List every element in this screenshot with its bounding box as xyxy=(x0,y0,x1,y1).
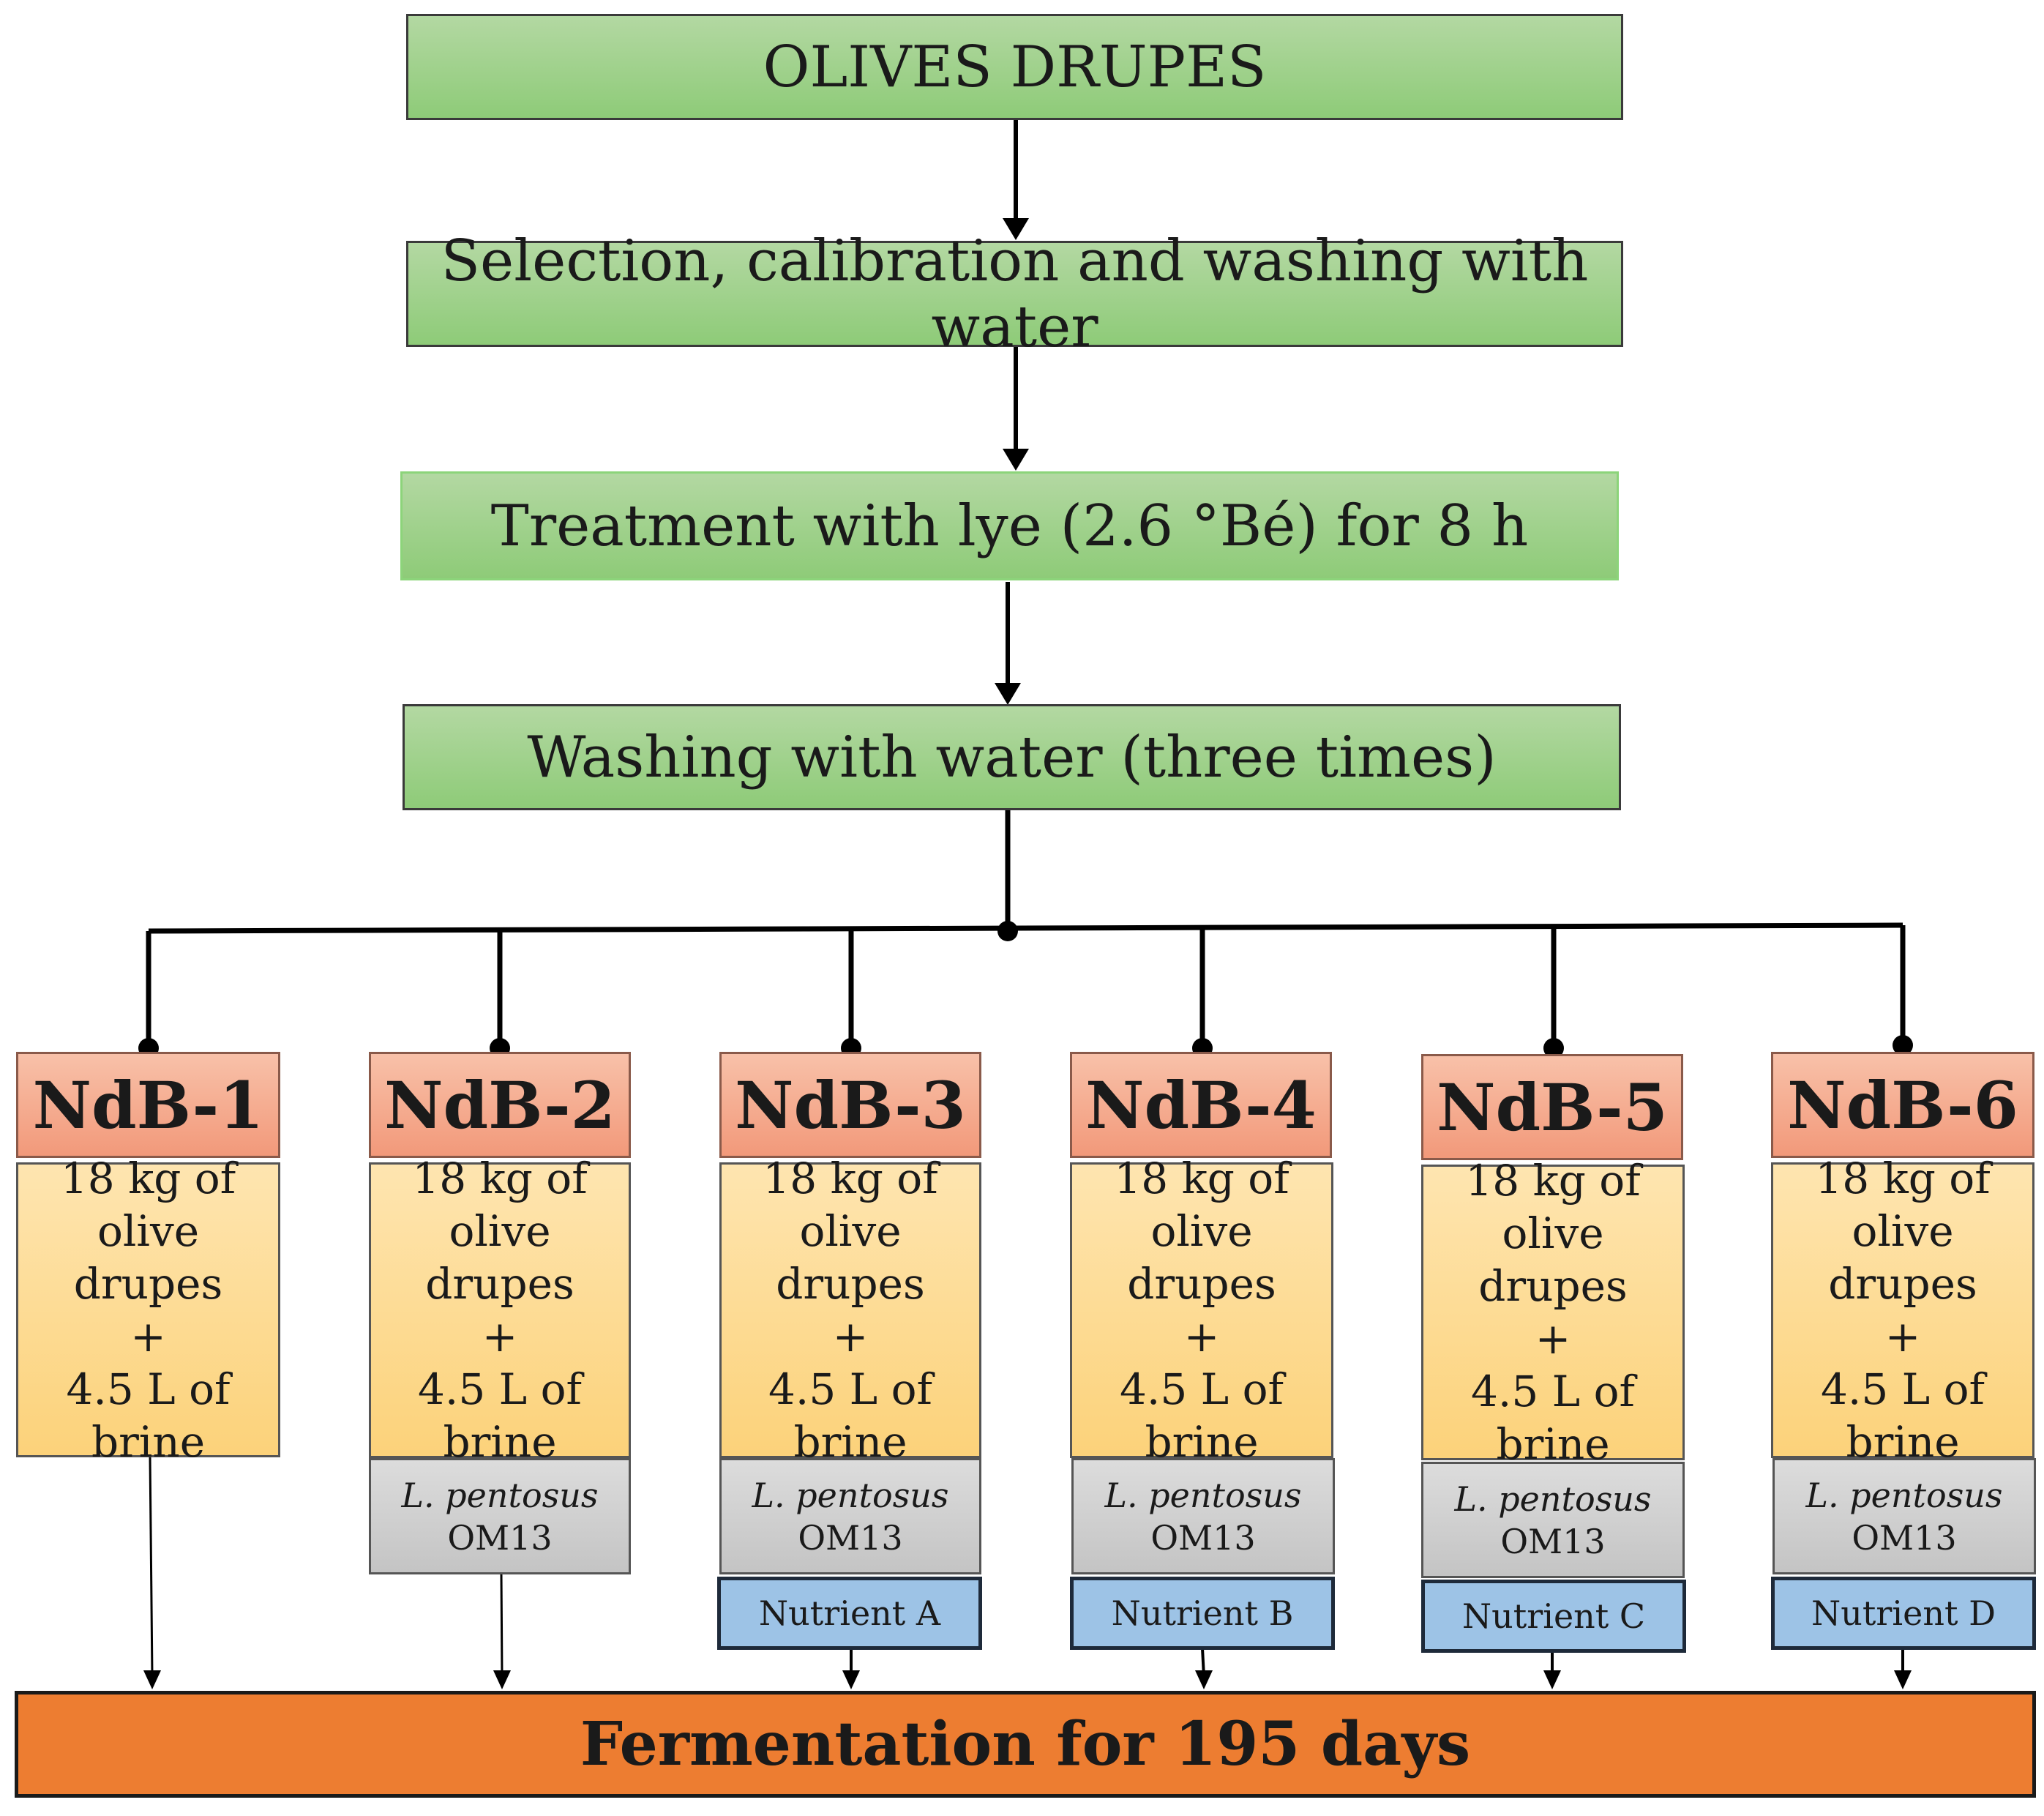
fermentation-box: Fermentation for 195 days xyxy=(15,1691,2036,1798)
nutrient-box-ndb-5: Nutrient C xyxy=(1421,1580,1686,1653)
branch-bar xyxy=(148,922,1903,934)
sample-title-ndb-5: NdB-5 xyxy=(1421,1054,1683,1160)
sample-title-ndb-4: NdB-4 xyxy=(1070,1052,1332,1158)
nutrient-box-ndb-6: Nutrient D xyxy=(1771,1577,2036,1650)
step-selection-washing: Selection, calibration and washing with … xyxy=(406,228,1623,360)
sample-title-ndb-6: NdB-6 xyxy=(1771,1052,2034,1158)
sample-title-ndb-2: NdB-2 xyxy=(369,1052,631,1158)
nutrient-box-ndb-4: Nutrient B xyxy=(1070,1577,1335,1650)
step-olives-drupes: OLIVES DRUPES xyxy=(406,14,1623,120)
nutrient-box-ndb-3: Nutrient A xyxy=(717,1577,982,1650)
sample-title-ndb-1: NdB-1 xyxy=(16,1052,280,1158)
step-washing-three-times: Washing with water (three times) xyxy=(403,704,1621,810)
sample-title-ndb-3: NdB-3 xyxy=(719,1052,981,1158)
step-lye-treatment: Treatment with lye (2.6 °Bé) for 8 h xyxy=(400,471,1619,580)
